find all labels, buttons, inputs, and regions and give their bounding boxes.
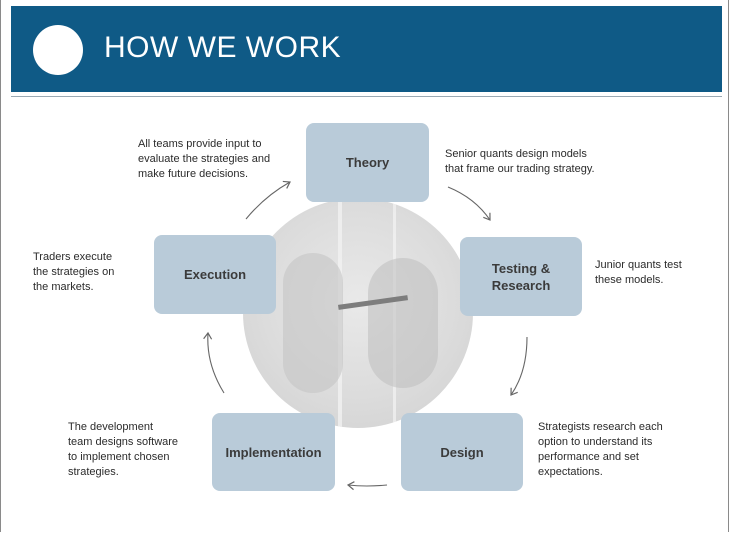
step-label-design: Design [440, 444, 484, 460]
step-description-execution: Traders execute the strategies on the ma… [33, 251, 115, 293]
header-bar: HOW WE WORK [11, 6, 722, 96]
step-box-execution: Execution [154, 235, 276, 314]
step-box-testing-research: Testing & Research [460, 237, 582, 316]
step-box-implementation: Implementation [212, 413, 335, 491]
step-description-implementation: The development team designs software to… [68, 421, 179, 478]
step-box-theory: Theory [306, 123, 429, 202]
arrow-theory-to-testing [447, 186, 491, 221]
photo-person-right [368, 258, 438, 388]
step-label-theory: Theory [345, 155, 390, 170]
step-description-theory: Senior quants design models that frame o… [445, 148, 595, 175]
arrow-design-to-implementation [346, 481, 388, 491]
input-note: All teams provide input to evaluate the … [138, 138, 271, 180]
logo-circle [33, 25, 83, 75]
step-description-design: Strategists research each option to unde… [538, 421, 663, 478]
arrow-implementation-to-execution [203, 331, 225, 394]
step-box-design: Design [401, 413, 523, 491]
page-title: HOW WE WORK [104, 31, 342, 64]
step-label-implementation: Implementation [225, 444, 322, 460]
background-photo-circle [243, 198, 473, 428]
arrow-execution-to-theory [245, 180, 291, 220]
step-description-testing-research: Junior quants test these models. [595, 259, 682, 286]
step-label-testing-research: Testing & Research [491, 260, 551, 293]
step-label-execution: Execution [183, 267, 247, 282]
arrow-testing-to-design [510, 336, 528, 396]
photo-person-left [283, 253, 343, 393]
